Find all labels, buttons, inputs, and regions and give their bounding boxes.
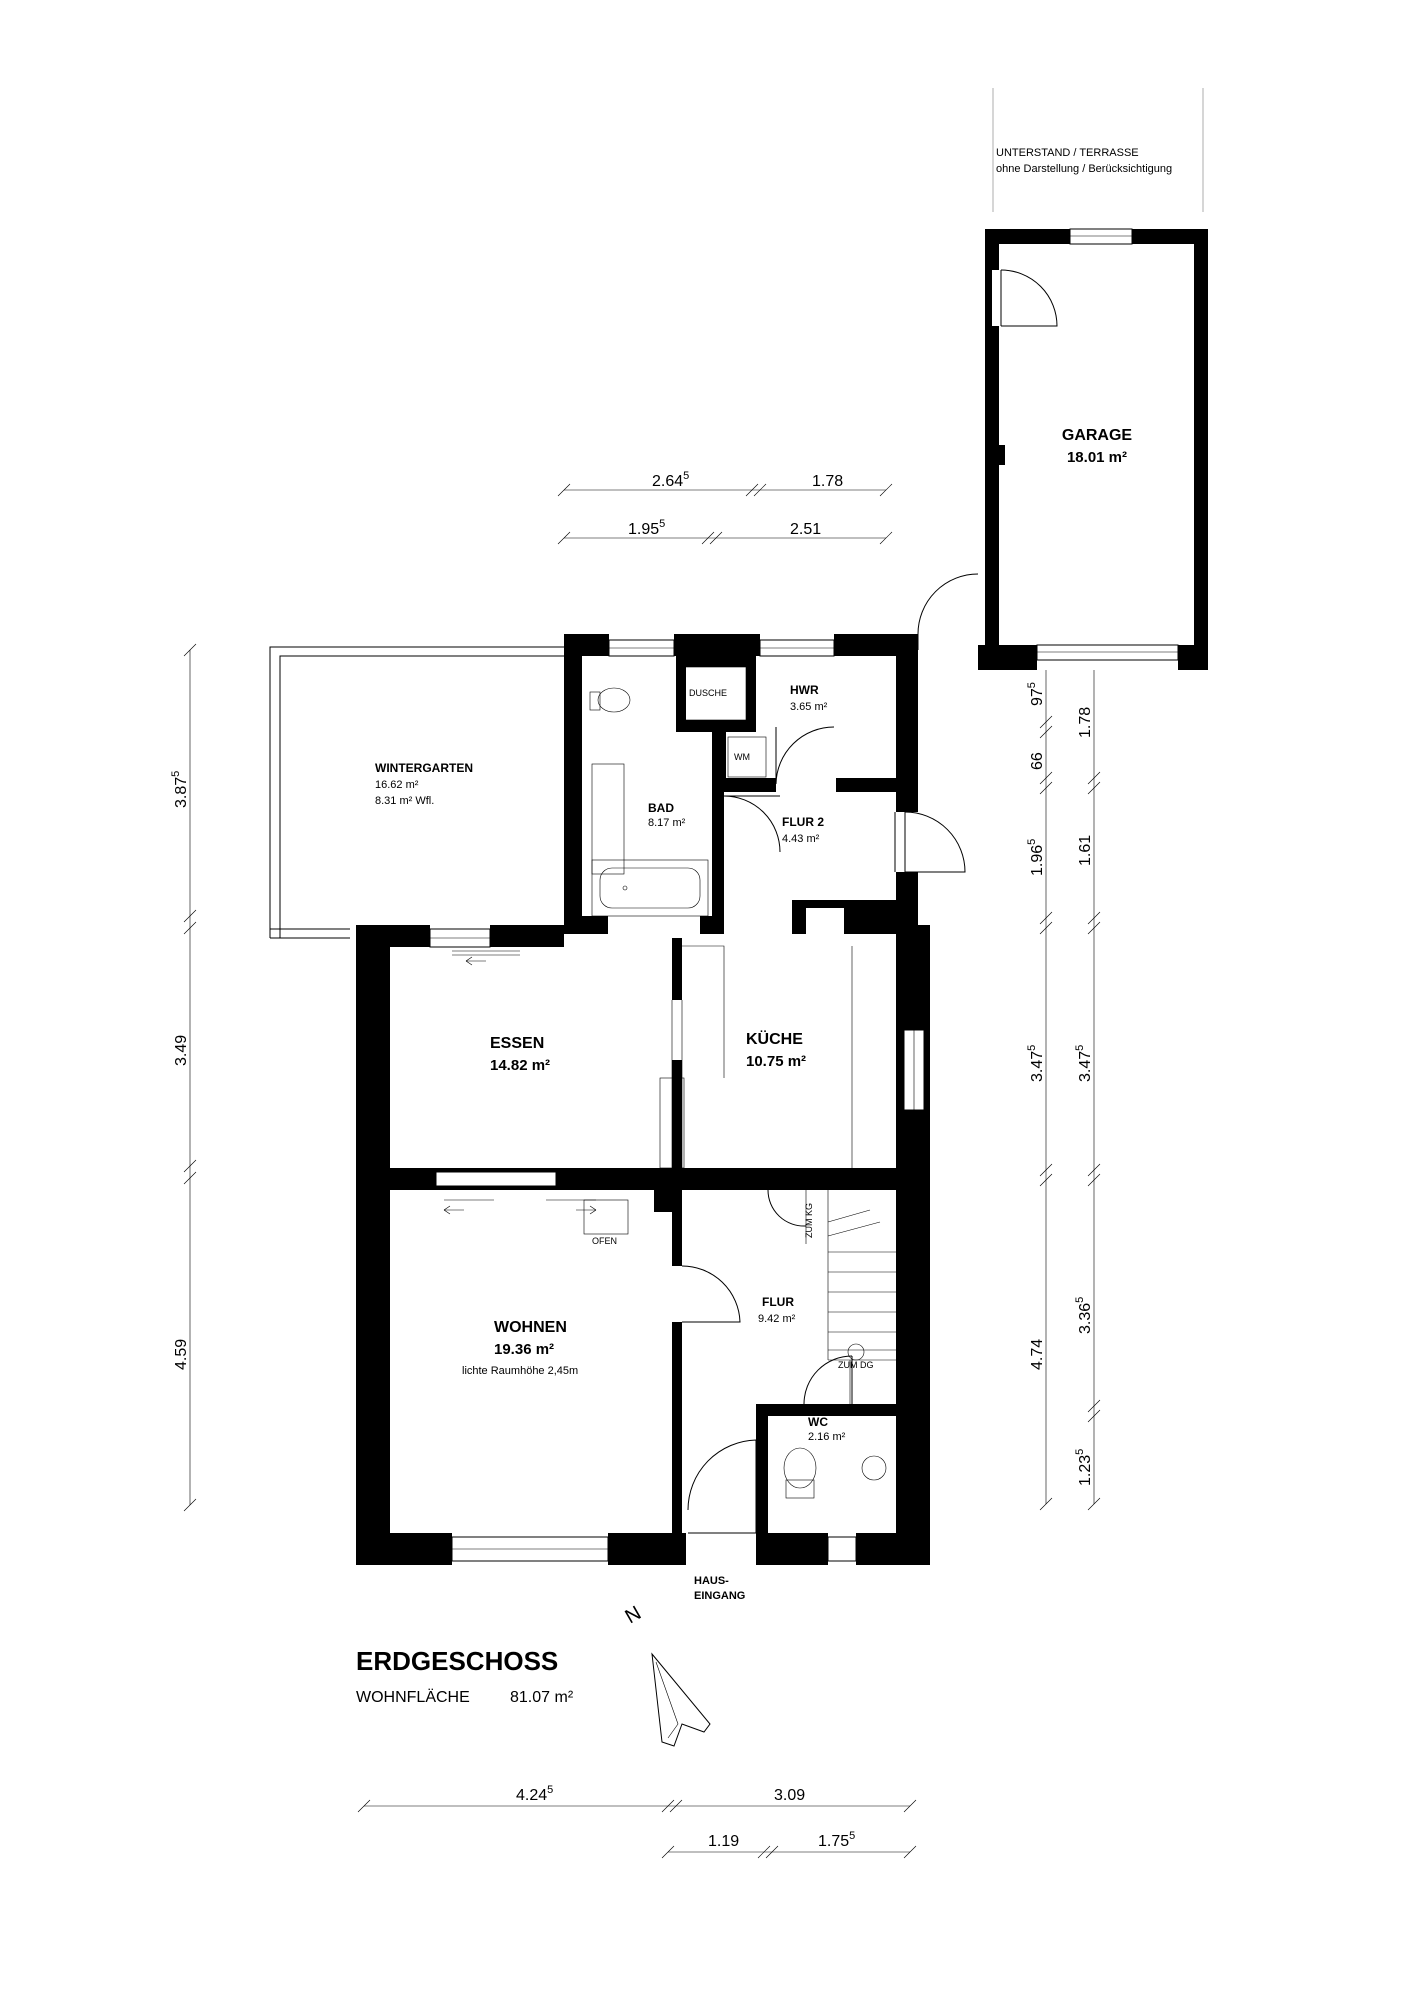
- room-area-flur: 9.42 m²: [758, 1313, 796, 1325]
- wc-toilet: [783, 1447, 817, 1489]
- room-name-essen: ESSEN: [490, 1035, 544, 1052]
- dim-top-1b: 1.78: [812, 473, 843, 490]
- room-name-wohnen: WOHNEN: [494, 1319, 567, 1336]
- label-entrance-1: HAUS-: [694, 1575, 729, 1587]
- room-name-kueche: KÜCHE: [746, 1029, 803, 1048]
- bathroom-block: [564, 573, 979, 934]
- ofen: [583, 1199, 629, 1235]
- main-house: [356, 925, 930, 1565]
- dim-right2-4: 3.365: [1074, 1297, 1094, 1334]
- label-zum-kg: ZUM KG: [804, 1203, 814, 1238]
- carport-note-1: UNTERSTAND / TERRASSE: [996, 147, 1139, 159]
- dim-right1-5: 4.74: [1029, 1339, 1046, 1370]
- north-label: N: [622, 1602, 646, 1628]
- room-name-garage: GARAGE: [1062, 427, 1133, 444]
- compass: N: [622, 1602, 711, 1747]
- room-area-wintergarten: 16.62 m²: [375, 779, 419, 791]
- label-entrance-2: EINGANG: [694, 1590, 745, 1602]
- dim-bottom-1b: 3.09: [774, 1787, 805, 1804]
- dim-right2-2: 1.61: [1077, 835, 1094, 866]
- dim-top-2a: 1.955: [628, 518, 665, 538]
- north-arrow-icon: [651, 1652, 711, 1747]
- dim-right1-4: 3.475: [1026, 1045, 1046, 1082]
- flur2-door-swing: [904, 811, 966, 873]
- dim-bottom-2b: 1.755: [818, 1830, 855, 1850]
- room-name-flur: FLUR: [762, 1295, 794, 1309]
- terrace-door-sliding: [435, 1171, 557, 1187]
- wc-door-swing: [803, 1355, 853, 1405]
- labels: UNTERSTAND / TERRASSE ohne Darstellung /…: [356, 147, 1172, 1706]
- dim-top-1a: 2.645: [652, 470, 689, 490]
- dim-bottom-2a: 1.19: [708, 1833, 739, 1850]
- garage-door: [1036, 644, 1179, 661]
- dim-right2-1: 1.78: [1077, 707, 1094, 738]
- room-area-wc: 2.16 m²: [808, 1431, 846, 1443]
- room-note-wohnen: lichte Raumhöhe 2,45m: [462, 1365, 578, 1377]
- room-area-wohnen: 19.36 m²: [494, 1341, 554, 1358]
- corner-door-swing: [917, 573, 979, 635]
- room-name-wc: WC: [808, 1415, 828, 1429]
- wohnen-door-swing: [681, 1265, 741, 1323]
- dim-left-1: 3.875: [170, 771, 190, 808]
- bad-counter: [591, 763, 625, 875]
- dim-bottom-1a: 4.245: [516, 1784, 553, 1804]
- sliding-arrow-essen: [465, 956, 486, 966]
- entrance-door-swing: [687, 1439, 757, 1533]
- room-name-bad: BAD: [648, 801, 674, 815]
- dusche-tray: [683, 666, 747, 721]
- bathtub: [591, 859, 709, 917]
- label-wm: WM: [734, 752, 750, 762]
- dim-right2-3: 3.475: [1074, 1045, 1094, 1082]
- wintergarten: [269, 646, 564, 939]
- plan-title: ERDGESCHOSS: [356, 1646, 558, 1676]
- room-name-hwr: HWR: [790, 683, 819, 697]
- room-area-garage: 18.01 m²: [1067, 449, 1127, 466]
- dim-right1-3: 1.965: [1026, 839, 1046, 876]
- dim-left-3: 4.59: [173, 1339, 190, 1370]
- room-name-wintergarten: WINTERGARTEN: [375, 761, 473, 775]
- bad-door-swing: [723, 795, 781, 853]
- dim-top-2b: 2.51: [790, 521, 821, 538]
- room-area-hwr: 3.65 m²: [790, 701, 828, 713]
- garage-wall-left: [985, 229, 999, 670]
- room-area-kueche: 10.75 m²: [746, 1053, 806, 1070]
- dim-right1-1: 975: [1026, 682, 1046, 706]
- bad-toilet: [597, 687, 631, 713]
- washing-machine: [727, 736, 767, 778]
- garage: [978, 88, 1208, 670]
- label-zum-dg: ZUM DG: [838, 1360, 874, 1370]
- dimension-labels: 2.645 1.78 1.955 2.51 3.875 3.49 4.59 97…: [170, 470, 1094, 1850]
- wc-window: [827, 1536, 857, 1562]
- kueche-counter-left: [659, 1077, 685, 1169]
- carport-note-2: ohne Darstellung / Berücksichtigung: [996, 163, 1172, 175]
- garage-wall-right: [1194, 229, 1208, 670]
- label-ofen: OFEN: [592, 1236, 617, 1246]
- garage-side-door-swing: [1000, 269, 1058, 327]
- room-name-flur2: FLUR 2: [782, 815, 824, 829]
- garage-window-top: [1069, 228, 1133, 245]
- living-area-label: WOHNFLÄCHE: [356, 1688, 470, 1706]
- label-dusche: DUSCHE: [689, 688, 727, 698]
- living-area-value: 81.07 m²: [510, 1689, 574, 1706]
- room-area-bad: 8.17 m²: [648, 817, 686, 829]
- hwr-door-swing: [775, 726, 835, 785]
- dim-left-2: 3.49: [173, 1035, 190, 1066]
- staircase: [767, 1189, 896, 1410]
- garage-wall-bottom-left: [978, 645, 1037, 670]
- room-area-flur2: 4.43 m²: [782, 833, 820, 845]
- wc-sink: [861, 1455, 887, 1481]
- room-area-essen: 14.82 m²: [490, 1057, 550, 1074]
- room-note-wintergarten: 8.31 m² Wfl.: [375, 795, 434, 807]
- dim-right2-5: 1.235: [1074, 1449, 1094, 1486]
- dimension-lines: [183, 483, 1101, 1859]
- garage-wall-bottom-right: [1178, 645, 1208, 670]
- dim-right1-2: 66: [1029, 752, 1046, 770]
